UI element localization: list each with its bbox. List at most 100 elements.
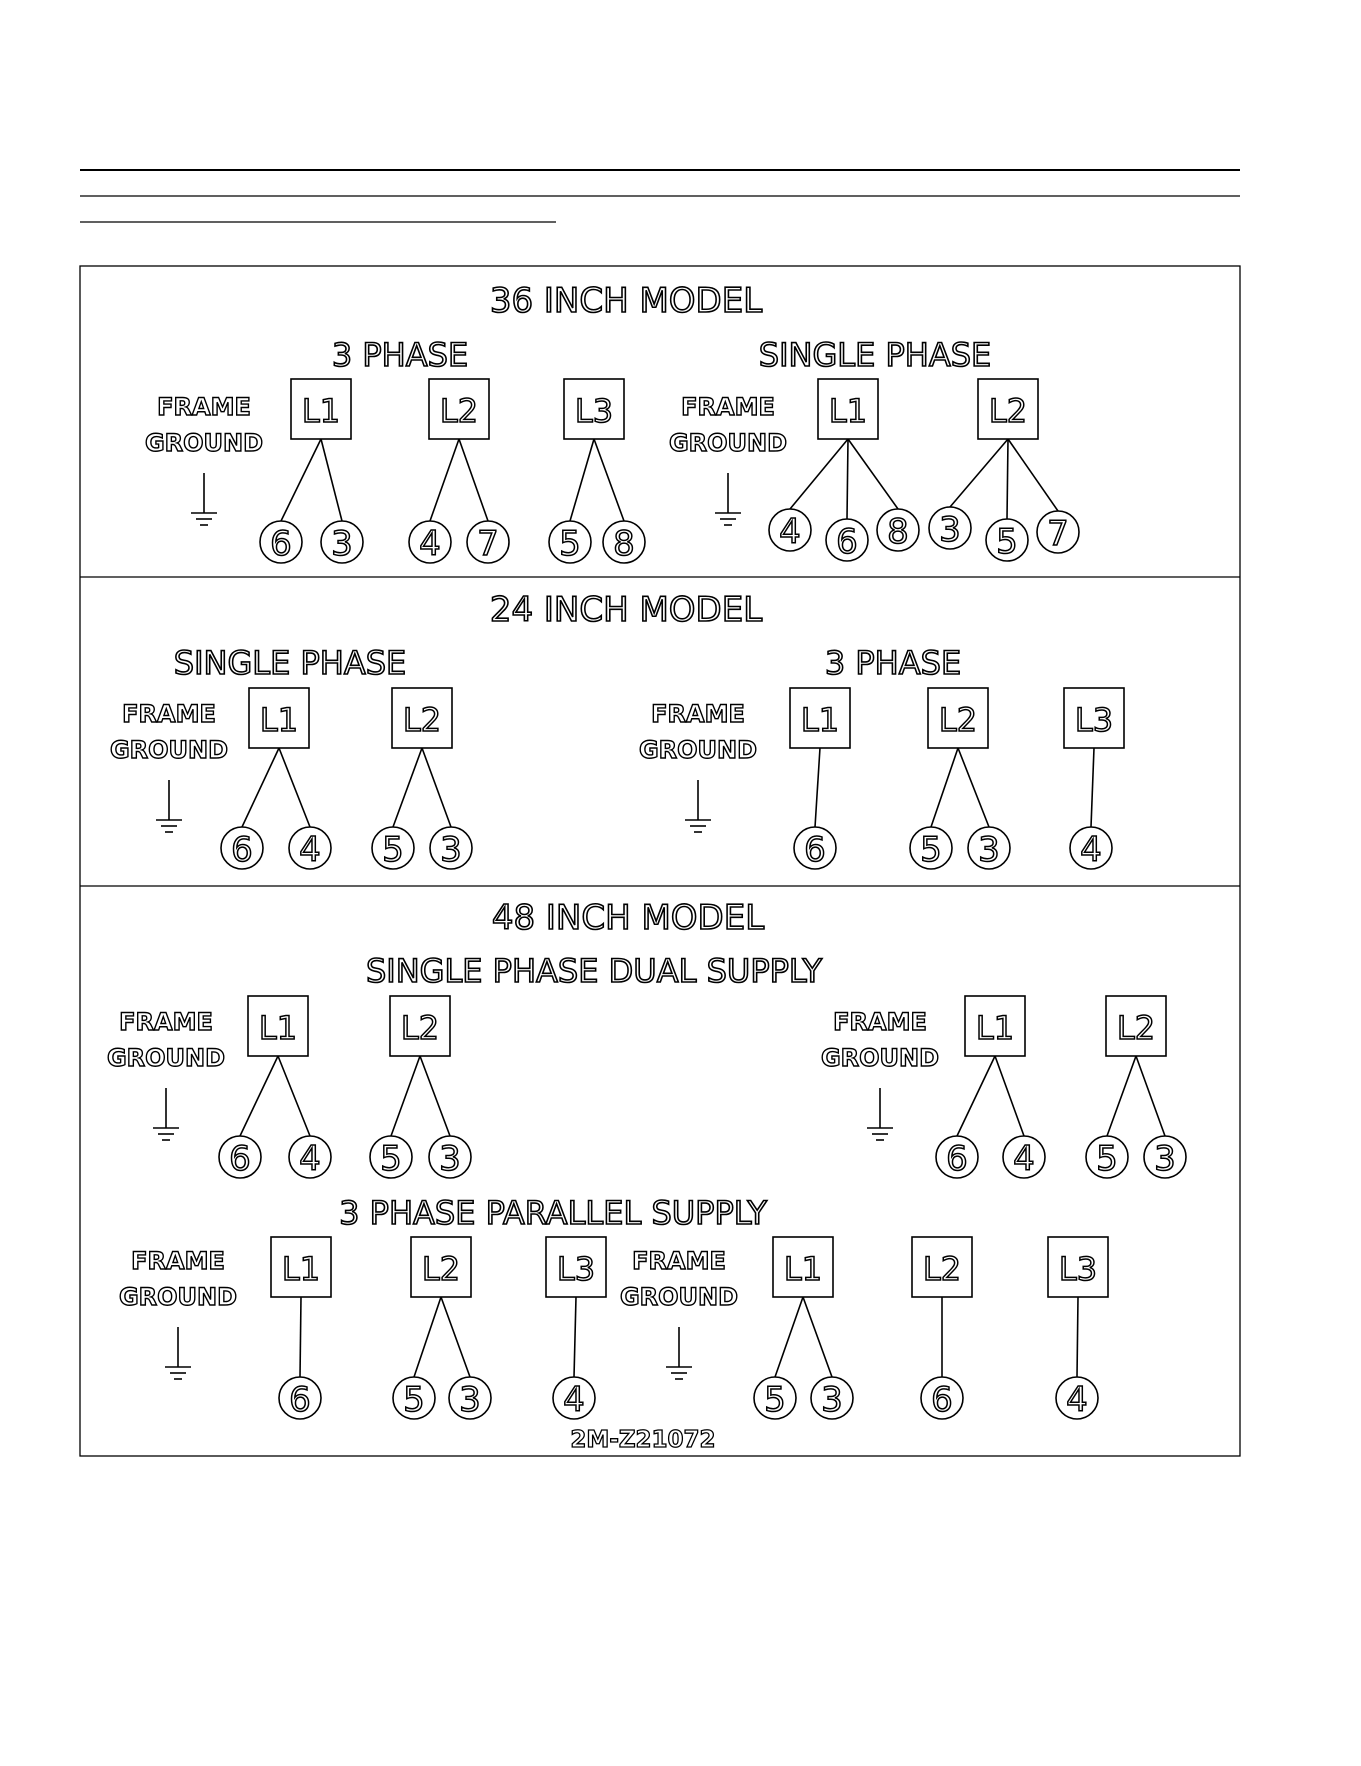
wire <box>949 438 1009 508</box>
terminal-number: 4 <box>1013 1139 1035 1179</box>
line-label: L3 <box>1059 1250 1097 1288</box>
terminal-number: 5 <box>764 1380 786 1420</box>
frame-ground-label: GROUND <box>669 429 787 457</box>
terminal-number: 4 <box>299 1139 321 1179</box>
terminal-number: 6 <box>270 524 292 564</box>
terminal <box>218 1135 262 1179</box>
terminal <box>288 1135 332 1179</box>
terminal-number: 8 <box>613 524 635 564</box>
wire <box>429 438 460 522</box>
line-box <box>545 1236 607 1298</box>
line-label: L2 <box>923 1250 961 1288</box>
terminal-number: 6 <box>836 522 858 562</box>
terminal-number: 8 <box>887 512 909 552</box>
terminal-number: 3 <box>331 524 353 564</box>
wire <box>280 438 322 522</box>
supply-line-l3: L34 <box>545 1236 607 1421</box>
terminal <box>369 1135 413 1179</box>
terminal-number: 7 <box>477 524 499 564</box>
terminal <box>408 520 452 564</box>
wire <box>930 747 959 828</box>
frame-ground-label: FRAME <box>833 1008 927 1036</box>
ground-icon <box>165 1327 191 1380</box>
terminal <box>288 826 332 870</box>
wire <box>846 438 849 520</box>
terminal-number: 5 <box>996 522 1018 562</box>
wire <box>802 1296 833 1378</box>
terminal <box>259 520 303 564</box>
terminal-number: 4 <box>779 512 801 552</box>
terminal-number: 6 <box>289 1380 311 1420</box>
wire <box>241 747 280 828</box>
wire <box>957 747 990 828</box>
terminal <box>1036 510 1080 554</box>
terminal <box>920 1376 964 1420</box>
frame-ground-label: GROUND <box>821 1044 939 1072</box>
frame-ground-label: FRAME <box>632 1247 726 1275</box>
frame-ground-label: GROUND <box>107 1044 225 1072</box>
frame-ground-label: GROUND <box>145 429 263 457</box>
line-label: L2 <box>422 1250 460 1288</box>
terminal <box>1085 1135 1129 1179</box>
group-label-24-3-phase: 3 PHASE <box>825 644 961 682</box>
wire <box>278 747 311 828</box>
terminal-number: 6 <box>931 1380 953 1420</box>
terminal <box>825 518 869 562</box>
wire <box>392 747 423 828</box>
wire <box>847 438 899 510</box>
frame-ground-label: GROUND <box>639 736 757 764</box>
line-label: L2 <box>989 392 1027 430</box>
supply-line-l1: L1 6 4 <box>218 995 332 1180</box>
frame-ground-label: FRAME <box>131 1247 225 1275</box>
ground-icon <box>867 1088 893 1141</box>
line-label: L1 <box>829 392 867 430</box>
section-title-24-inch: 24 INCH MODEL <box>490 590 762 630</box>
line-label: L1 <box>259 1009 297 1047</box>
section-title-36-inch: 36 INCH MODEL <box>490 281 762 321</box>
terminal <box>810 1376 854 1420</box>
terminal <box>985 518 1029 562</box>
terminal-number: 6 <box>946 1139 968 1179</box>
ground-icon <box>666 1327 692 1380</box>
wire <box>413 1296 442 1378</box>
terminal-number: 3 <box>1154 1139 1176 1179</box>
line-label: L3 <box>557 1250 595 1288</box>
diagram-frame <box>79 265 1241 1457</box>
wire <box>1076 1296 1079 1378</box>
terminal-number: 5 <box>920 830 942 870</box>
line-box <box>248 687 310 749</box>
line-box <box>1105 995 1167 1057</box>
terminal <box>935 1135 979 1179</box>
wire <box>421 747 452 828</box>
terminal <box>448 1376 492 1420</box>
line-label: L1 <box>282 1250 320 1288</box>
wire <box>299 1296 302 1378</box>
frame-ground-label: GROUND <box>620 1283 738 1311</box>
terminal-number: 4 <box>1066 1380 1088 1420</box>
terminal-number: 5 <box>382 830 404 870</box>
wire <box>774 1296 804 1378</box>
frame-ground-label: FRAME <box>651 700 745 728</box>
line-box <box>1063 687 1125 749</box>
section-title-48-inch: 48 INCH MODEL <box>492 898 764 938</box>
line-label: L1 <box>302 392 340 430</box>
line-label: L2 <box>403 701 441 739</box>
line-label: L2 <box>1117 1009 1155 1047</box>
line-label: L2 <box>939 701 977 739</box>
terminal-number: 6 <box>231 830 253 870</box>
group-label-48-3-phase-parallel: 3 PHASE PARALLEL SUPPLY <box>339 1194 767 1232</box>
terminal-number: 6 <box>229 1139 251 1179</box>
supply-line-l2: L2 6 <box>911 1236 973 1421</box>
line-label: L2 <box>440 392 478 430</box>
line-label: L1 <box>784 1250 822 1288</box>
line-label: L1 <box>260 701 298 739</box>
terminal <box>278 1376 322 1420</box>
terminal-number: 3 <box>459 1380 481 1420</box>
